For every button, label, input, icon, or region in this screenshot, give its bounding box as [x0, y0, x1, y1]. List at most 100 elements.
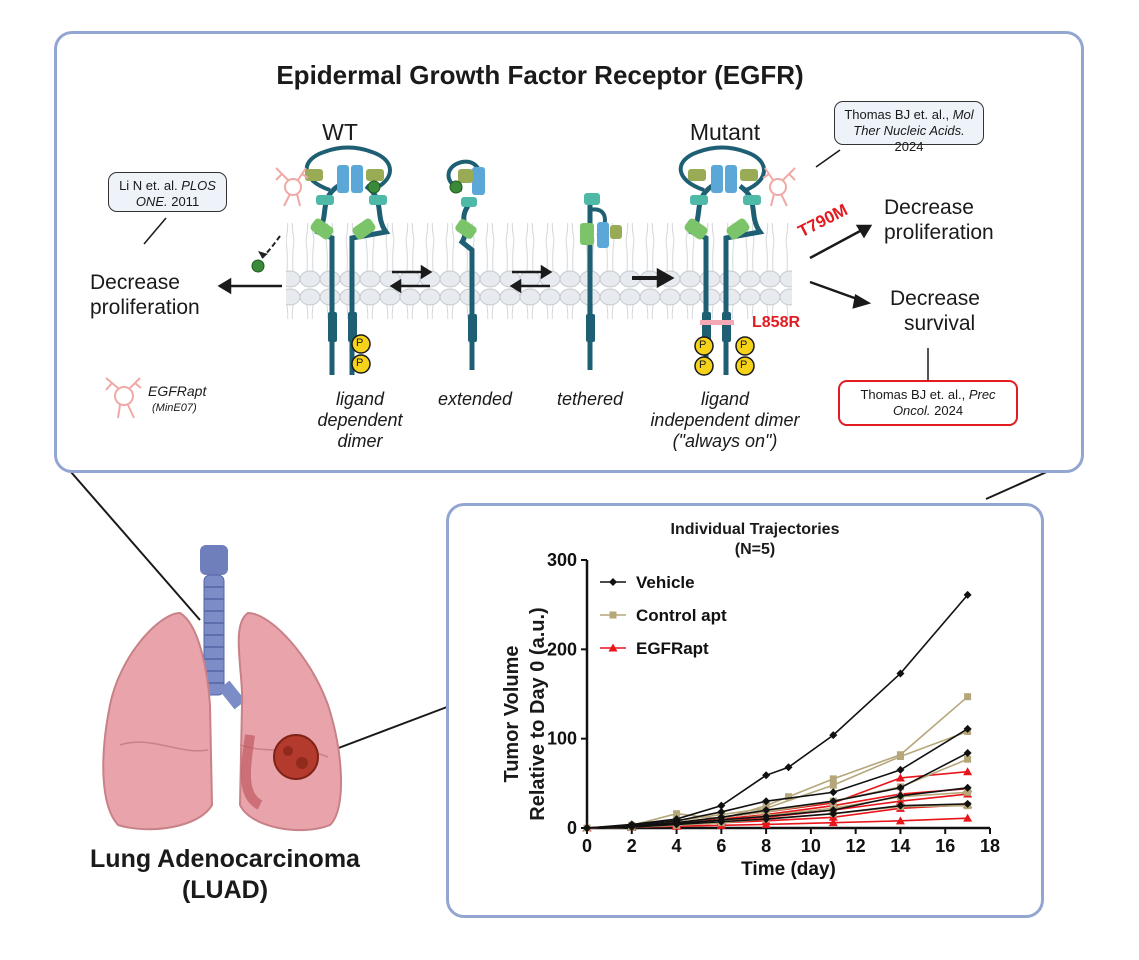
data-point: [964, 755, 972, 763]
x-tick-label: 16: [935, 836, 955, 856]
x-tick-label: 0: [582, 836, 592, 856]
wt-dimer-receptor: [251, 145, 392, 375]
data-point: [717, 801, 726, 810]
phosphate-wt: [351, 334, 371, 374]
right-outcome-proliferation: Decrease proliferation: [884, 196, 994, 244]
data-point: [762, 815, 771, 824]
left-lung: [237, 611, 342, 832]
data-point: [963, 799, 972, 808]
data-point: [896, 765, 905, 774]
data-point: [785, 793, 792, 801]
x-tick-label: 4: [672, 836, 682, 856]
x-tick-label: 12: [846, 836, 866, 856]
mutant-dimer-receptor: [678, 145, 766, 375]
chart-panel: [446, 503, 1044, 918]
data-point: [963, 767, 973, 776]
phosphate-mutant: [694, 336, 755, 376]
data-point: [784, 763, 793, 772]
data-point: [828, 818, 838, 827]
wt-aptamer: [275, 167, 309, 207]
x-axis-label: Time (day): [741, 859, 836, 880]
legend-marker: [609, 578, 617, 586]
data-point: [896, 791, 905, 800]
phospho-label: P: [356, 357, 364, 369]
data-point: [963, 783, 972, 792]
y-tick-label: 100: [547, 729, 577, 749]
data-point: [963, 813, 973, 822]
citation-li: Li N et. al. PLOS ONE. 2011: [108, 172, 227, 212]
legend-egfrapt-sub: (MinE07): [152, 402, 197, 414]
data-point: [673, 810, 681, 818]
data-point: [627, 823, 636, 832]
phospho-label: P: [699, 339, 707, 351]
data-point: [895, 796, 905, 805]
lung-illustration: [102, 545, 342, 832]
mutation-l858r: L858R: [752, 314, 801, 331]
data-point: [762, 771, 771, 780]
series-line: [586, 803, 968, 829]
y-tick-label: 200: [547, 639, 577, 659]
data-point: [896, 783, 905, 792]
panel-title: Epidermal Growth Factor Receptor (EGFR): [276, 60, 804, 90]
extended-receptor: [446, 159, 485, 370]
caption-ligand-independent-dimer: ligand independent dimer ("always on"): [650, 389, 800, 451]
data-point: [829, 809, 838, 818]
y-tick-label: 0: [567, 818, 577, 838]
luad-label: Lung Adenocarcinoma (LUAD): [90, 845, 360, 904]
data-point: [717, 807, 726, 816]
caption-ligand-dependent-dimer: ligand dependent dimer: [317, 389, 403, 451]
mutant-aptamer: [762, 167, 796, 207]
data-point: [829, 781, 837, 789]
right-outcome-survival: Decrease survival: [890, 287, 980, 335]
data-point: [896, 801, 905, 810]
x-tick-label: 18: [980, 836, 1000, 856]
x-tick-label: 2: [627, 836, 637, 856]
data-point: [672, 820, 681, 829]
legend-marker: [608, 643, 618, 652]
larynx: [200, 545, 228, 575]
data-point: [762, 797, 771, 806]
tethered-receptor: [580, 193, 622, 370]
phospho-label: P: [356, 337, 364, 349]
citation-thomas-prec: Thomas BJ et. al., Prec Oncol. 2024: [838, 380, 1018, 426]
phosphate-groups: [351, 334, 755, 376]
wt-label: WT: [322, 119, 358, 145]
x-tick-label: 6: [716, 836, 726, 856]
x-tick-label: 8: [761, 836, 771, 856]
data-point: [896, 669, 905, 678]
equilibrium-arrows: [389, 264, 675, 294]
right-lung: [102, 611, 214, 831]
data-point: [583, 824, 591, 832]
legend-egfrapt: EGFRapt: [148, 383, 207, 399]
data-point: [963, 724, 972, 733]
caption-tethered: tethered: [556, 389, 624, 409]
data-point: [762, 806, 771, 815]
series-line: [586, 728, 969, 829]
data-point: [964, 693, 972, 701]
data-point: [896, 753, 904, 761]
chart-title: Individual Trajectories (N=5): [670, 521, 840, 558]
data-point: [895, 773, 905, 782]
x-tick-label: 14: [890, 836, 910, 856]
tumor: [273, 734, 319, 780]
legend-label: EGFRapt: [636, 639, 709, 658]
data-point: [963, 748, 972, 757]
phospho-label: P: [740, 359, 748, 371]
caption-extended: extended: [437, 389, 513, 409]
data-point: [964, 788, 972, 796]
data-point: [717, 817, 726, 826]
phospho-label: P: [699, 359, 707, 371]
data-point: [829, 775, 837, 783]
phospho-label: P: [740, 339, 748, 351]
legend-label: Control apt: [636, 606, 727, 625]
y-tick-label: 300: [547, 550, 577, 570]
left-outcome: Decrease proliferation: [90, 271, 200, 319]
data-point: [829, 731, 838, 740]
data-point: [895, 816, 905, 825]
data-point: [829, 797, 838, 806]
data-point: [761, 819, 771, 828]
data-point: [963, 590, 972, 599]
data-point: [829, 788, 838, 797]
